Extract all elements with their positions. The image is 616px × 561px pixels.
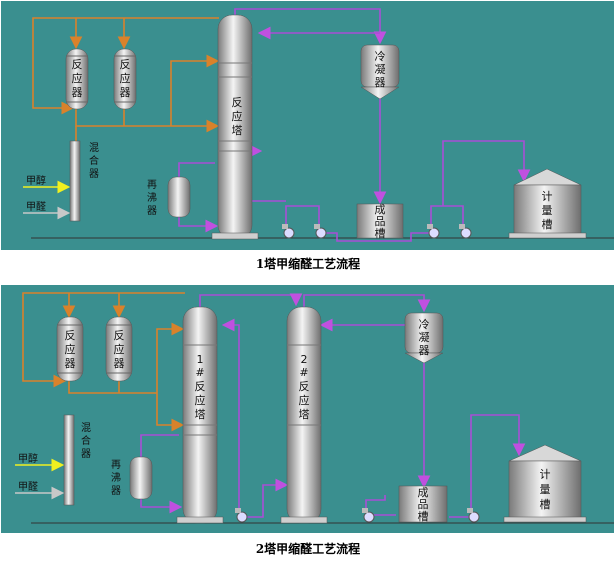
diagram-1-caption: 1塔甲缩醛工艺流程 (255, 257, 361, 271)
pump-icon (314, 224, 327, 239)
svg-text:应: 应 (120, 71, 131, 85)
svg-text:再: 再 (111, 459, 121, 471)
svg-text:冷: 冷 (375, 50, 386, 63)
svg-text:器: 器 (375, 76, 386, 89)
mixer-label-1: 混 (81, 422, 91, 434)
svg-text:器: 器 (114, 357, 125, 370)
svg-text:反: 反 (232, 96, 243, 109)
reactor-a: 反 应 器 (65, 48, 89, 110)
flow-diagram-1-svg: 混 合 器 甲醇 甲醛 反 应 器 反 应 器 反 应 塔 再 沸 器 (23, 8, 614, 242)
svg-text:反: 反 (120, 58, 131, 71)
svg-text:器: 器 (419, 344, 430, 357)
mixer-label-3: 器 (81, 448, 91, 460)
svg-text:2: 2 (301, 353, 308, 366)
product-tank: 成 品 槽 (356, 203, 404, 240)
svg-text:塔: 塔 (299, 408, 310, 421)
svg-text:反: 反 (65, 329, 76, 342)
svg-text:反: 反 (72, 58, 83, 71)
svg-text:器: 器 (120, 86, 131, 99)
purple-pipes (140, 293, 526, 518)
pump-icon (467, 508, 480, 523)
svg-text:品: 品 (418, 498, 429, 511)
flow-diagram-1: 混 合 器 甲醇 甲醛 反 应 器 反 应 器 反 应 塔 再 沸 器 (1, 1, 614, 250)
svg-text:反: 反 (299, 380, 310, 393)
svg-text:量: 量 (542, 204, 553, 217)
svg-text:沸: 沸 (147, 191, 157, 204)
reaction-tower-2: 2 # 反 应 塔 (280, 306, 328, 524)
diagram-2-caption: 2塔甲缩醛工艺流程 (255, 542, 361, 556)
methanol-label: 甲醇 (18, 452, 38, 465)
condenser: 冷 凝 器 (404, 312, 444, 364)
mixer-label-2: 合 (81, 434, 91, 447)
svg-text:塔: 塔 (195, 408, 206, 421)
svg-text:成: 成 (418, 486, 429, 499)
formaldehyde-label: 甲醛 (18, 480, 38, 493)
reboiler: 再 沸 器 (111, 456, 153, 500)
methanol-label: 甲醇 (26, 174, 46, 187)
reboiler: 再 沸 器 (147, 176, 191, 218)
flow-diagram-2-svg: 混 合 器 甲醇 甲醛 反 应 器 反 应 器 1 # 反 应 塔 2 (15, 292, 614, 524)
svg-text:品: 品 (375, 215, 386, 228)
flow-diagram-2: 混 合 器 甲醇 甲醛 反 应 器 反 应 器 1 # 反 应 塔 2 (1, 285, 614, 533)
svg-text:#: # (195, 366, 204, 379)
purple-pipes (178, 8, 531, 242)
svg-text:计: 计 (540, 468, 551, 481)
svg-text:反: 反 (114, 329, 125, 342)
svg-text:应: 应 (72, 71, 83, 85)
svg-text:器: 器 (72, 86, 83, 99)
mixer-label-2: 合 (89, 154, 99, 167)
condenser: 冷 凝 器 (360, 44, 400, 100)
svg-text:应: 应 (114, 342, 125, 356)
svg-text:沸: 沸 (111, 471, 121, 484)
svg-text:#: # (299, 366, 308, 379)
svg-text:应: 应 (299, 393, 310, 407)
svg-text:槽: 槽 (418, 510, 429, 523)
svg-text:器: 器 (111, 485, 121, 497)
svg-text:量: 量 (540, 483, 551, 496)
svg-text:计: 计 (542, 190, 553, 203)
mixer-label-1: 混 (89, 142, 99, 154)
svg-text:反: 反 (195, 380, 206, 393)
reactor-b: 反 应 器 (113, 48, 137, 110)
reactor-a: 反 应 器 (56, 316, 84, 382)
mixer-label-3: 器 (89, 168, 99, 180)
orange-pipes (32, 17, 220, 146)
svg-text:槽: 槽 (542, 218, 553, 231)
reaction-tower-1: 1 # 反 应 塔 (176, 306, 224, 524)
pump-icon (427, 224, 440, 239)
svg-text:应: 应 (65, 342, 76, 356)
orange-pipes (22, 292, 185, 432)
svg-text:冷: 冷 (419, 318, 430, 331)
svg-text:再: 再 (147, 179, 157, 191)
reaction-tower: 反 应 塔 (211, 14, 259, 240)
svg-text:应: 应 (232, 109, 243, 123)
metering-tank: 计 量 槽 (508, 168, 587, 239)
pump-icon (459, 224, 472, 239)
svg-text:槽: 槽 (375, 227, 386, 240)
svg-text:器: 器 (65, 357, 76, 370)
svg-text:1: 1 (197, 353, 204, 366)
mixer-vessel (69, 140, 81, 222)
pump-icon (362, 508, 375, 523)
svg-text:成: 成 (375, 203, 386, 216)
svg-text:塔: 塔 (232, 124, 243, 137)
mixer-vessel (63, 414, 75, 506)
pump-icon (235, 508, 248, 523)
reactor-b: 反 应 器 (105, 316, 133, 382)
metering-tank: 计 量 槽 (503, 444, 587, 523)
formaldehyde-label: 甲醛 (26, 200, 46, 213)
product-tank: 成 品 槽 (398, 485, 448, 523)
svg-text:凝: 凝 (375, 62, 386, 76)
svg-text:应: 应 (195, 393, 206, 407)
svg-text:凝: 凝 (419, 330, 430, 344)
pump-icon (282, 224, 295, 239)
svg-text:器: 器 (147, 205, 157, 217)
svg-text:槽: 槽 (540, 498, 551, 511)
